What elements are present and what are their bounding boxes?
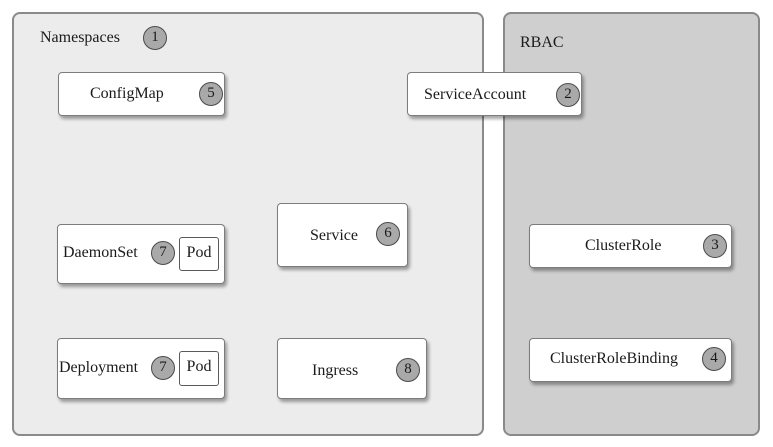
daemonset-number-badge: 7 <box>151 241 175 265</box>
deployment-label: Deployment <box>59 359 139 376</box>
namespaces-number-badge: 1 <box>143 26 167 50</box>
configmap-number-badge: 5 <box>199 82 223 106</box>
clusterrolebinding-box[interactable] <box>529 338 732 382</box>
serviceaccount-box[interactable] <box>407 72 582 116</box>
clusterrolebinding-number-badge: 4 <box>702 347 726 371</box>
configmap-box[interactable] <box>58 72 225 116</box>
clusterrole-number-badge: 3 <box>703 234 727 258</box>
serviceaccount-number-badge: 2 <box>556 83 580 107</box>
namespaces-label: Namespaces <box>40 29 120 46</box>
clusterrolebinding-label: ClusterRoleBinding <box>550 350 678 367</box>
ingress-label: Ingress <box>312 362 359 379</box>
deployment-pod-box[interactable]: Pod <box>179 351 219 386</box>
clusterrole-box[interactable] <box>529 224 732 268</box>
service-label: Service <box>310 227 358 244</box>
clusterrole-label: ClusterRole <box>585 237 662 254</box>
daemonset-label: DaemonSet <box>63 244 138 261</box>
ingress-number-badge: 8 <box>396 358 420 382</box>
deployment-number-badge: 7 <box>151 356 175 380</box>
serviceaccount-label: ServiceAccount <box>424 86 527 103</box>
rbac-label: RBAC <box>520 34 564 51</box>
service-number-badge: 6 <box>376 222 400 246</box>
configmap-label: ConfigMap <box>90 85 164 102</box>
daemonset-pod-box[interactable]: Pod <box>179 237 219 271</box>
